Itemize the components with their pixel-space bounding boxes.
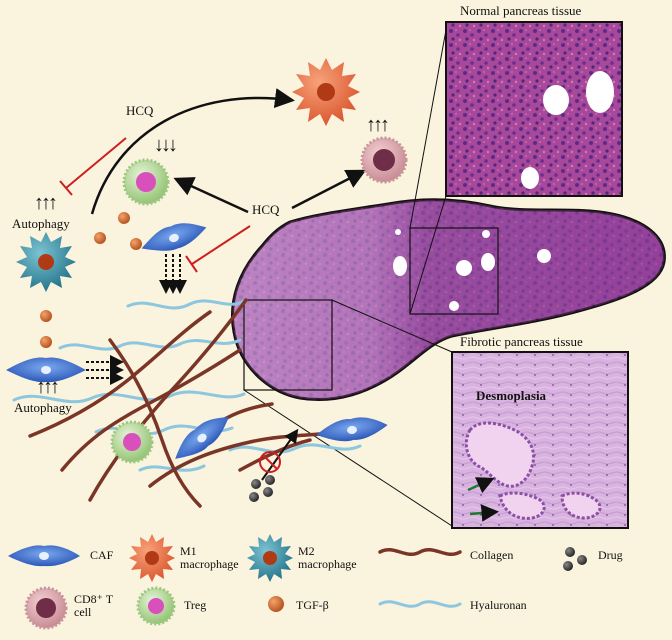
increase-arrows-caf: ↑↑↑ [36, 376, 60, 398]
tgf-beta-molecules [40, 212, 142, 348]
caf-cell-right [316, 417, 388, 442]
legend-m2-label: M2 macrophage [298, 544, 357, 571]
legend [0, 533, 672, 630]
fibrotic-region-box [243, 299, 333, 391]
inhibition-lines [59, 137, 251, 273]
hcq-label-top: HCQ [126, 103, 154, 118]
increase-arrows-cd8: ↑↑↑ [366, 114, 390, 136]
legend-treg-label: Treg [184, 598, 207, 612]
legend-caf-icon [8, 545, 80, 567]
legend-hyaluronan-icon [378, 600, 462, 608]
no-entry-icon [259, 451, 281, 473]
caf-cell-bottom [175, 417, 229, 459]
legend-tgfb-icon [268, 596, 284, 612]
caf-cell-left [6, 357, 86, 383]
fibrotic-tissue-title: Fibrotic pancreas tissue [460, 334, 583, 349]
legend-m1-icon [129, 534, 175, 582]
fibrotic-tissue-inset [451, 351, 629, 529]
legend-hyaluronan-label: Hyaluronan [470, 598, 527, 612]
normal-tissue-title: Normal pancreas tissue [460, 3, 582, 18]
desmoplasia-label: Desmoplasia [476, 388, 547, 403]
legend-caf-label: CAF [90, 548, 114, 562]
legend-drug-icon [563, 547, 587, 571]
normal-region-box [409, 227, 499, 315]
legend-cd8-label: CD8⁺ T cell [74, 592, 113, 619]
cd8-t-cell [360, 136, 408, 184]
legend-cd8-icon [24, 586, 68, 630]
treg-cell [122, 158, 170, 206]
caf-cell-upper [141, 223, 207, 251]
drug-molecules [249, 475, 275, 502]
decrease-arrows-treg: ↓↓↓ [154, 134, 178, 156]
increase-arrows-m2: ↑↑↑ [34, 192, 58, 214]
autophagy-label-upper: Autophagy [12, 216, 70, 231]
treg-cell-lower [110, 420, 154, 464]
autophagy-label-lower: Autophagy [14, 400, 72, 415]
legend-treg-icon [136, 586, 176, 626]
legend-tgfb-label: TGF-β [296, 598, 329, 612]
m1-macrophage-cell [292, 58, 360, 126]
legend-m1-label: M1 macrophage [180, 544, 239, 571]
arrows [86, 88, 367, 481]
legend-collagen-label: Collagen [470, 548, 514, 562]
hcq-label-center: HCQ [252, 202, 280, 217]
legend-m2-icon [247, 534, 293, 582]
pancreas-organ [230, 198, 666, 402]
m2-macrophage-cell [16, 232, 76, 292]
normal-tissue-inset [445, 21, 623, 197]
ecm-network [12, 298, 362, 508]
legend-collagen-icon [378, 548, 462, 556]
legend-drug-label: Drug [598, 548, 623, 562]
